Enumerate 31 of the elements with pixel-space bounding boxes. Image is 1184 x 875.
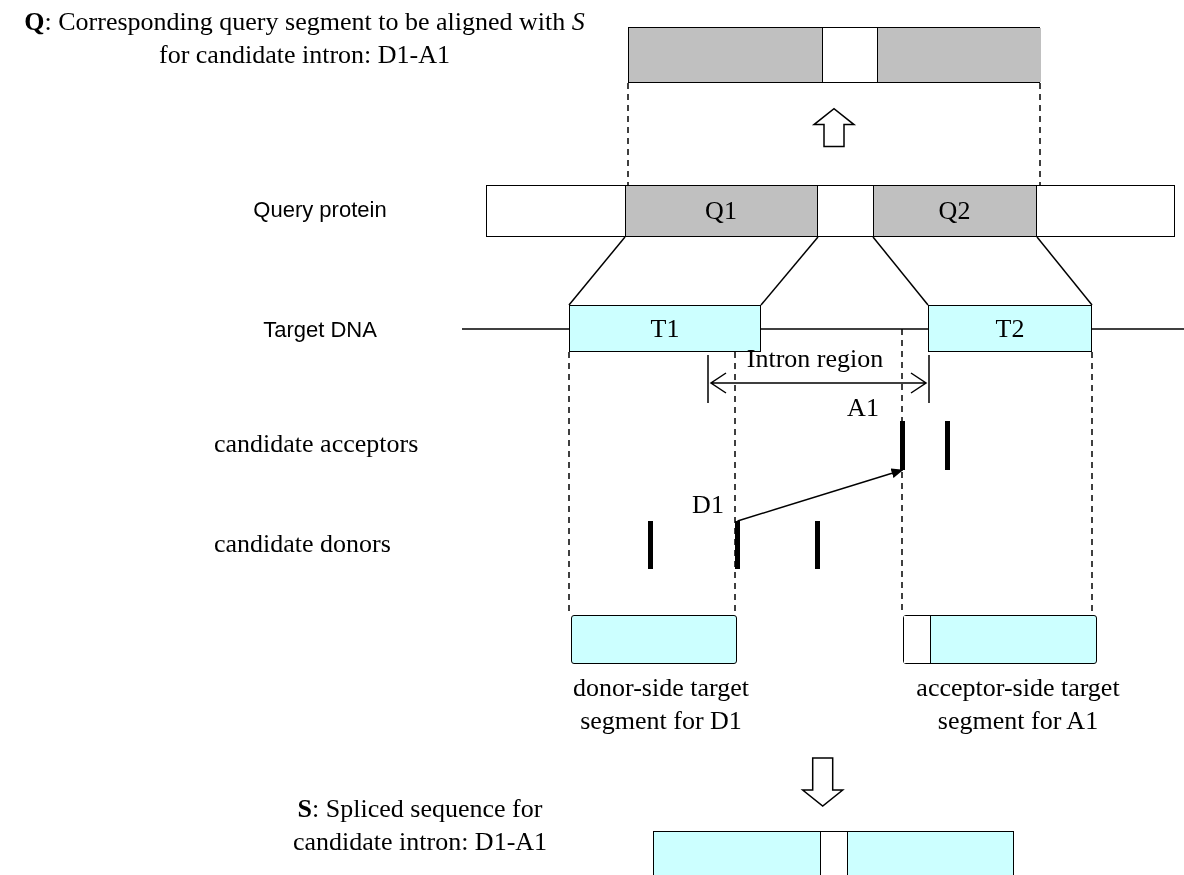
connector-line [568,236,626,306]
query-segment-bar [628,27,1040,83]
segment-caption: donor-side target segment for D1 [572,672,750,737]
row-label: Query protein [252,196,388,224]
row-label: candidate donors [214,528,392,560]
row-label: Target DNA [262,316,378,344]
target-segment-bar [903,615,1097,664]
spliced-sequence-bar [653,831,1014,875]
donor-site-mark [815,521,820,569]
block-arrow [800,757,845,807]
site-label: A1 [846,392,880,424]
segment-caption: S: Spliced sequence for candidate intron: D1-A1 [291,793,549,858]
target-exon-box: T2 [928,305,1092,352]
target-segment-bar [571,615,737,664]
aligned-query-region: Q2 [872,184,1037,237]
row-label: candidate acceptors [214,428,420,460]
segment-caption: acceptor-side target segment for A1 [915,672,1121,737]
aligned-query-region: Q1 [624,184,818,237]
target-exon-box: T1 [569,305,761,352]
donor-site-mark [735,521,740,569]
query-protein-bar [486,185,1175,237]
segment-caption: Q: Corresponding query segment to be aligned with S for candidate intron: D1-A1 [23,6,586,71]
connector-line [760,236,819,306]
acceptor-site-mark [900,421,905,470]
connector-line [872,236,929,306]
arrow [736,468,904,522]
connector-line [1036,236,1093,306]
acceptor-site-mark [945,421,950,470]
block-arrow [811,107,857,148]
donor-site-mark [648,521,653,569]
site-label: D1 [691,489,725,521]
